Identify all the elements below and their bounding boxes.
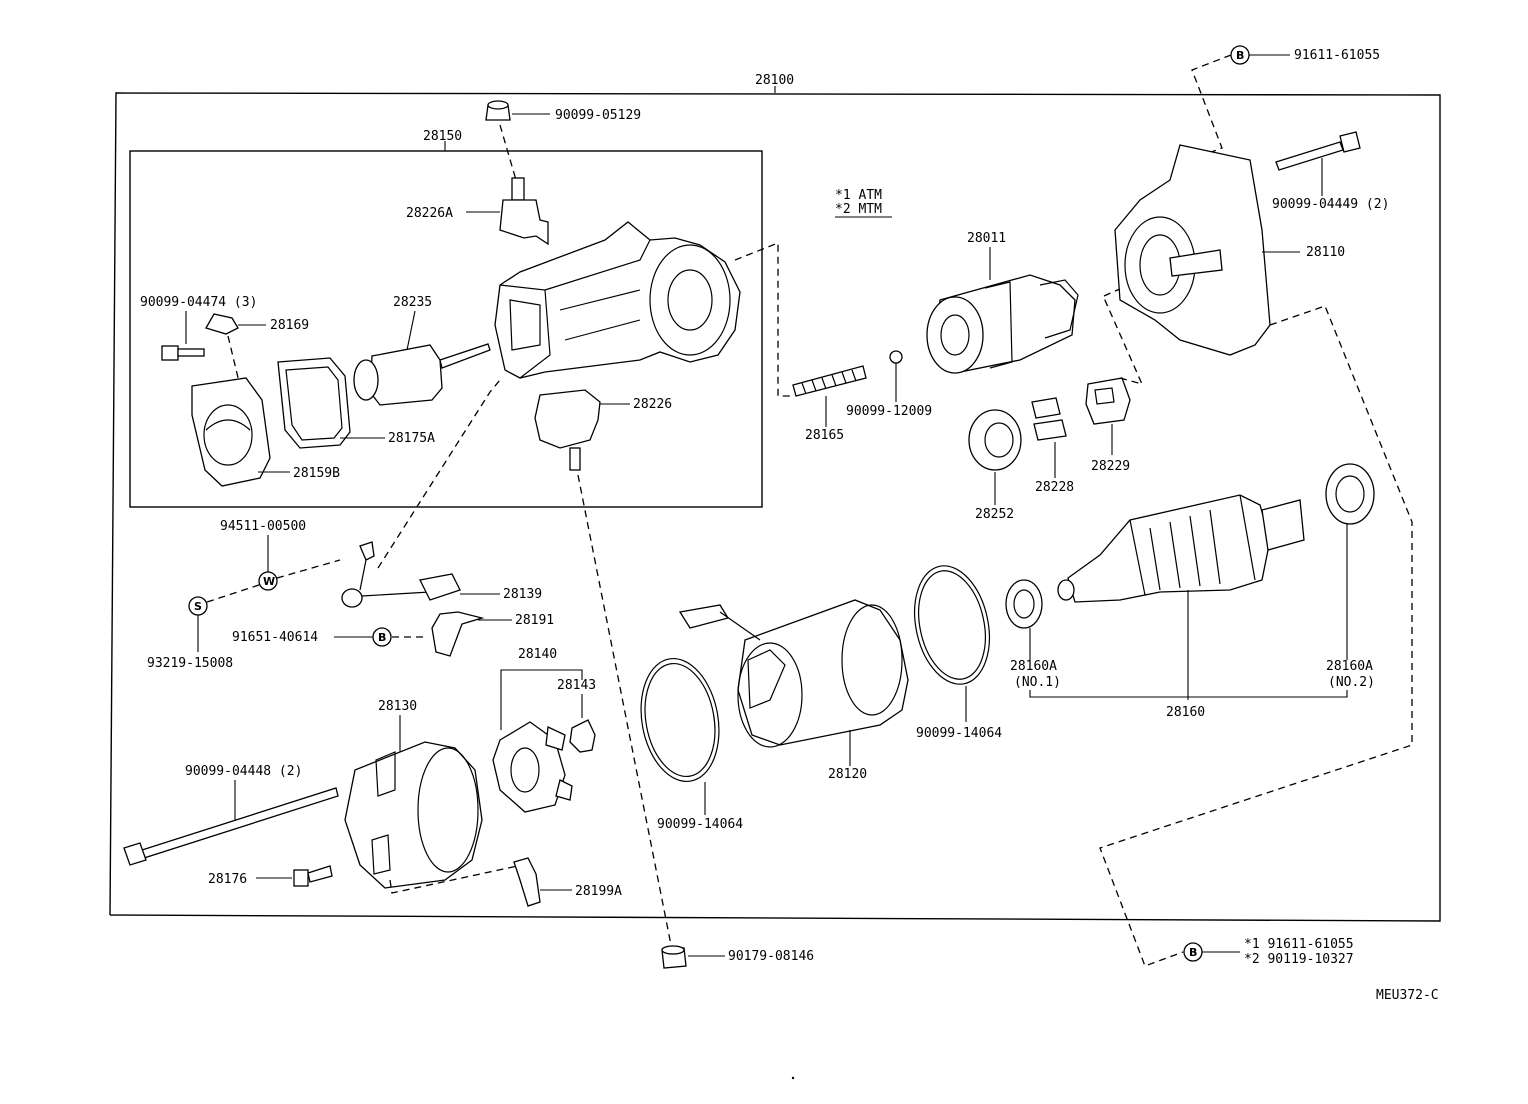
label-90099-04448: 90099-04448 (2) (185, 764, 302, 779)
part-90099-05129: 90099-05129 (485, 100, 641, 181)
note-line-1: *1 ATM (835, 188, 882, 203)
label-28140: 28140 (518, 647, 557, 662)
part-28226: 28226 (534, 389, 673, 951)
part-28226A: 28226A (406, 177, 549, 246)
part-28130: 28130 (344, 699, 523, 894)
part-28139: 28139 (341, 379, 542, 608)
label-28229: 28229 (1091, 459, 1130, 474)
part-28011: 28011 (926, 231, 1079, 374)
dot-mark (791, 1076, 795, 1080)
label-no1: (NO.1) (1014, 675, 1061, 690)
part-28160A-no2: 28160A (NO.2) (1325, 463, 1375, 690)
label-b-bottom-2: *2 90119-10327 (1244, 952, 1354, 967)
part-28140: 28140 (492, 647, 583, 813)
label-28228: 28228 (1035, 480, 1074, 495)
part-28252: 28252 (968, 409, 1022, 522)
label-28100: 28100 (755, 73, 794, 88)
label-28139: 28139 (503, 587, 542, 602)
part-90099-14064-right: 90099-14064 (914, 565, 1002, 741)
label-28226A: 28226A (406, 206, 453, 221)
label-90099-04449: 90099-04449 (2) (1272, 197, 1389, 212)
note-line-2: *2 MTM (835, 202, 882, 217)
b-symbol-text-middle: B (378, 631, 386, 644)
w-symbol-icon (258, 571, 278, 591)
part-28160: 28160 (1057, 494, 1305, 720)
s-symbol-text: S (194, 600, 202, 613)
callout-b-top: B 91611-61055 (1189, 45, 1380, 161)
part-90099-04474: 90099-04474 (3) (140, 295, 257, 361)
part-28191: 28191 (431, 611, 554, 657)
label-91651-40614: 91651-40614 (232, 630, 318, 645)
callout-b-bottom: B *1 91611-61055 *2 90119-10327 (1183, 937, 1354, 967)
label-28150: 28150 (423, 129, 462, 144)
starter-assy-frame: 28100 (109, 73, 1441, 922)
label-28143: 28143 (557, 678, 596, 693)
label-94511-00500: 94511-00500 (220, 519, 306, 534)
label-91611-61055-top: 91611-61055 (1294, 48, 1380, 63)
b-symbol-text: B (1236, 49, 1244, 62)
part-90099-04448: 90099-04448 (2) (123, 764, 339, 866)
switch-housing (494, 221, 793, 397)
label-28191: 28191 (515, 613, 554, 628)
part-90099-14064-left: 90099-14064 (640, 657, 743, 832)
part-28120: 28120 (678, 599, 909, 782)
notes: *1 ATM *2 MTM (835, 188, 892, 218)
part-28228: 28228 (1031, 397, 1074, 495)
label-28011: 28011 (967, 231, 1006, 246)
label-28226: 28226 (633, 397, 672, 412)
part-90179-08146: 90179-08146 (661, 945, 814, 969)
label-28169: 28169 (270, 318, 309, 333)
b-symbol-icon-middle (372, 627, 392, 647)
part-28110: 28110 (1114, 144, 1345, 356)
label-28165: 28165 (805, 428, 844, 443)
part-28199A: 28199A (513, 857, 622, 907)
label-90099-14064-left: 90099-14064 (657, 817, 743, 832)
part-28235: 28235 (353, 295, 491, 406)
label-28159B: 28159B (293, 466, 340, 481)
label-90099-04474: 90099-04474 (3) (140, 295, 257, 310)
label-90099-14064-right: 90099-14064 (916, 726, 1002, 741)
label-28160: 28160 (1166, 705, 1205, 720)
part-28143: 28143 (557, 678, 596, 753)
label-28199A: 28199A (575, 884, 622, 899)
label-90099-05129: 90099-05129 (555, 108, 641, 123)
label-28120: 28120 (828, 767, 867, 782)
label-28130: 28130 (378, 699, 417, 714)
part-28176: 28176 (208, 865, 333, 887)
part-90099-12009: 90099-12009 (846, 350, 932, 419)
label-28235: 28235 (393, 295, 432, 310)
label-90099-12009: 90099-12009 (846, 404, 932, 419)
part-28169: 28169 (205, 313, 309, 387)
part-90099-04449: 90099-04449 (2) (1272, 131, 1389, 212)
drawing-code: MEU372-C (1376, 988, 1439, 1003)
part-28159B: 28159B (191, 377, 340, 487)
part-28160A-no1: 28160A (NO.1) (1005, 579, 1348, 698)
callout-b-middle: 91651-40614 B (232, 627, 428, 647)
part-28165: 28165 (792, 365, 867, 443)
w-symbol-text: W (263, 575, 275, 588)
b-symbol-text-bottom: B (1189, 946, 1197, 959)
label-no2: (NO.2) (1328, 675, 1375, 690)
part-28175A: 28175A (277, 357, 435, 449)
label-28110: 28110 (1306, 245, 1345, 260)
label-28252: 28252 (975, 507, 1014, 522)
magnet-switch-frame: 28150 (129, 129, 763, 508)
callout-ws: 94511-00500 W S 93219-15008 (147, 519, 341, 671)
label-b-bottom-1: *1 91611-61055 (1244, 937, 1354, 952)
label-28160A-no1: 28160A (1010, 659, 1057, 674)
label-93219-15008: 93219-15008 (147, 656, 233, 671)
label-28175A: 28175A (388, 431, 435, 446)
label-28160A-no2: 28160A (1326, 659, 1373, 674)
label-90179-08146: 90179-08146 (728, 949, 814, 964)
label-28176: 28176 (208, 872, 247, 887)
dashed-leader-right (1099, 305, 1413, 967)
